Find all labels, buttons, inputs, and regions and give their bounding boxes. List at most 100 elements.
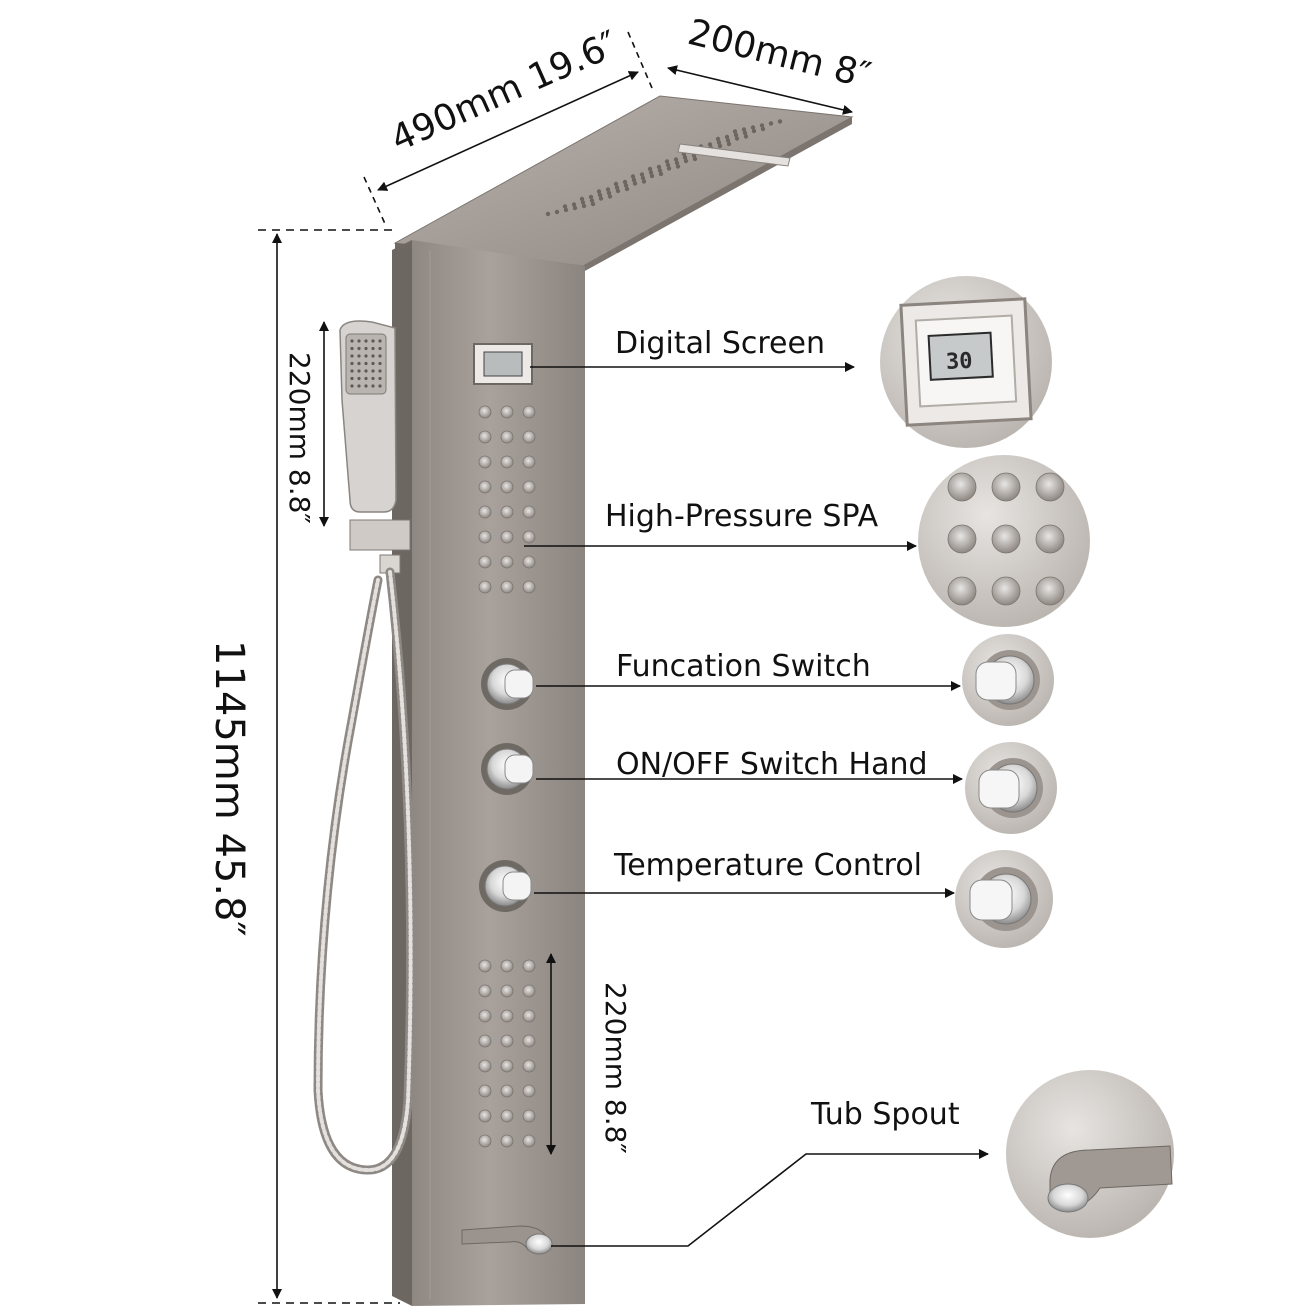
rain-head-nozzle — [579, 196, 585, 202]
height-dimension-label: 1145mm 45.8″ — [206, 640, 252, 936]
spa-jet — [478, 505, 492, 519]
spa-jet — [500, 555, 514, 569]
rain-head-nozzle — [615, 188, 621, 194]
hand-shower-nozzle — [357, 354, 361, 358]
hand-shower-nozzle — [378, 369, 382, 373]
rain-head-nozzle — [750, 125, 756, 130]
rain-head-nozzle — [768, 121, 774, 126]
hand-shower-nozzle — [378, 354, 382, 358]
spa-jet — [522, 1084, 536, 1098]
rain-head-nozzle — [682, 155, 688, 160]
spa-jet — [522, 1134, 536, 1148]
hand-shower-nozzle — [378, 376, 382, 381]
rain-head-nozzle — [743, 134, 749, 139]
rain-head-nozzle — [606, 190, 612, 196]
spa-jet — [478, 1009, 492, 1023]
hand-shower-nozzle — [350, 339, 354, 343]
hand-shower-nozzle — [350, 361, 354, 366]
hand-shower-nozzle — [350, 384, 354, 388]
spa-jet-closeup — [991, 472, 1021, 502]
rain-head-nozzle — [589, 198, 595, 203]
spa-jet — [522, 480, 536, 494]
label-function-switch: Funcation Switch — [616, 649, 871, 684]
rain-head-nozzle — [716, 140, 722, 145]
rain-head-nozzle — [572, 205, 578, 211]
spa-jet — [522, 505, 536, 519]
spa-jet-closeup — [947, 576, 977, 606]
rain-head-nozzle — [590, 201, 596, 207]
rain-head-nozzle — [562, 204, 568, 209]
spa-jet-closeup — [947, 472, 977, 502]
spa-jet — [500, 405, 514, 419]
hand-shower-nozzle — [371, 339, 375, 343]
rain-head-nozzle — [665, 162, 671, 168]
callout-digital-screen: 30 — [880, 276, 1052, 448]
svg-text:220mm 8.8″: 220mm 8.8″ — [283, 352, 316, 524]
hand-shower-nozzle — [364, 354, 368, 358]
panel-tub-spout — [461, 1225, 553, 1255]
spa-jet — [478, 430, 492, 444]
feature-leaders — [524, 362, 989, 1247]
hand-shower-nozzle — [364, 339, 368, 343]
spa-jet — [500, 1009, 514, 1023]
rain-head-nozzle — [657, 168, 663, 173]
rain-head-nozzle — [673, 157, 679, 162]
spa-jet — [500, 455, 514, 469]
hand-shower — [339, 320, 411, 574]
spa-jet — [500, 1084, 514, 1098]
handheld-dimension-label: 220mm 8.8″ — [283, 352, 316, 524]
hand-shower-nozzle — [350, 354, 354, 358]
hand-shower-nozzle — [350, 346, 354, 351]
rain-head-nozzle — [664, 159, 670, 164]
rain-head-nozzle — [717, 143, 723, 149]
spa-jet — [478, 984, 492, 998]
screen-readout: 30 — [945, 349, 973, 375]
rain-head-nozzle — [732, 129, 738, 134]
hand-shower-nozzle — [357, 376, 361, 381]
rain-head-nozzle — [725, 138, 731, 143]
svg-text:220mm 8.8″: 220mm 8.8″ — [599, 982, 632, 1154]
spa-jet-closeup — [1035, 524, 1065, 554]
rain-head-nozzle — [648, 170, 654, 175]
callout-function-switch — [962, 634, 1054, 726]
dimension-lines — [258, 31, 853, 1304]
rain-head-nozzle — [571, 202, 577, 207]
rain-head-nozzle — [674, 160, 680, 166]
rain-head-nozzle — [639, 172, 645, 177]
rain-head-nozzle — [581, 203, 587, 209]
hand-shower-nozzle — [364, 376, 368, 381]
hand-shower-nozzle — [357, 361, 361, 366]
spa-jet — [500, 1059, 514, 1073]
temperature-control-knob — [479, 860, 532, 912]
spa-jet-closeup — [1035, 576, 1065, 606]
rain-head-nozzle — [726, 141, 732, 147]
spa-jet — [522, 984, 536, 998]
svg-text:1145mm 45.8″: 1145mm 45.8″ — [206, 640, 252, 936]
spa-jet-closeup — [1035, 472, 1065, 502]
spa-jet — [500, 580, 514, 594]
spa-jet — [500, 959, 514, 973]
rain-head-nozzle — [588, 194, 594, 200]
rain-head-nozzle — [759, 123, 765, 128]
rain-head-nozzle — [656, 164, 662, 170]
rain-head-nozzle — [641, 179, 647, 184]
hand-shower-nozzle — [371, 354, 375, 358]
label-tub-spout: Tub Spout — [810, 1097, 960, 1132]
rain-head-nozzle — [632, 181, 638, 186]
spa-jet — [522, 455, 536, 469]
spa-jet — [522, 555, 536, 569]
spa-jet-closeup — [991, 524, 1021, 554]
hand-shower-nozzle — [378, 384, 382, 388]
hand-shower-nozzle — [371, 346, 375, 351]
hand-shower-nozzle — [357, 369, 361, 373]
hand-shower-nozzle — [378, 346, 382, 351]
spa-jet — [522, 1034, 536, 1048]
rain-head-nozzle — [545, 211, 551, 217]
spa-jet — [500, 505, 514, 519]
label-digital-screen: Digital Screen — [615, 326, 825, 361]
spa-jet — [478, 555, 492, 569]
spa-jet-closeup — [947, 524, 977, 554]
spa-jet — [522, 1059, 536, 1073]
callout-tub-spout — [1006, 1070, 1174, 1238]
